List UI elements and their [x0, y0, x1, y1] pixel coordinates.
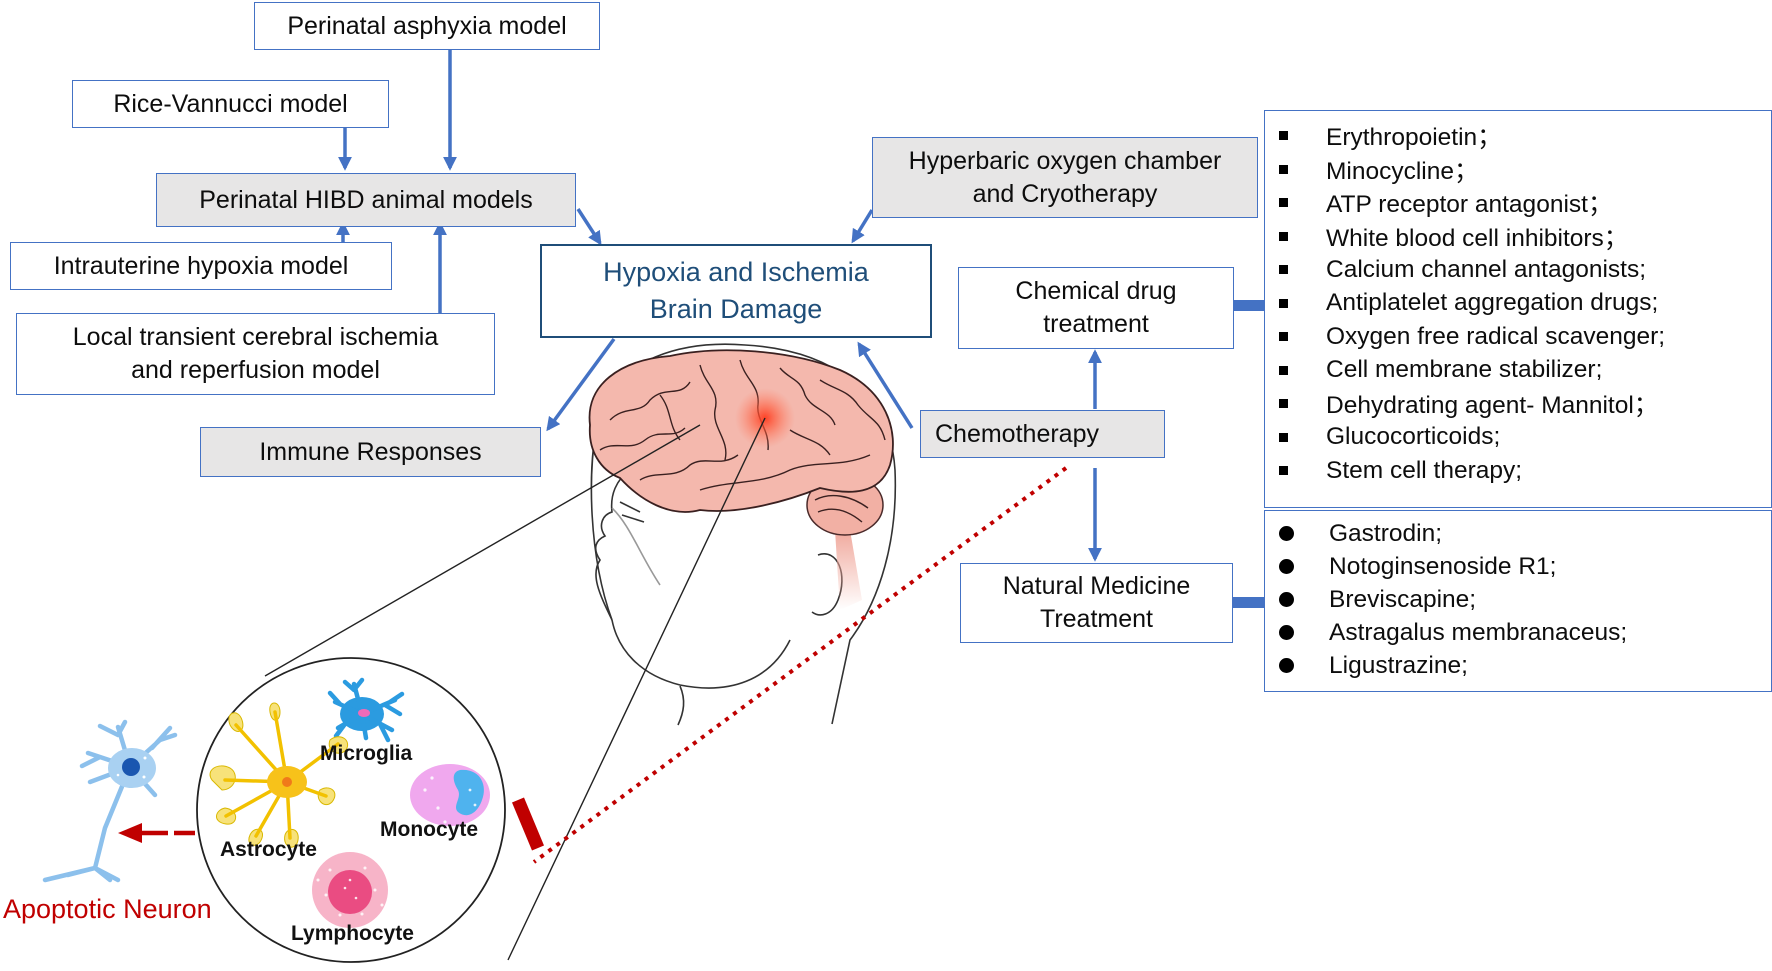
node-label: Immune Responses: [259, 437, 482, 466]
list-item-label: Oxygen free radical scavenger;: [1326, 322, 1666, 350]
label-microglia: Microglia: [320, 742, 413, 765]
inhibition-dotted-line: [532, 466, 1068, 864]
round-bullet-icon: [1279, 658, 1294, 673]
list-item: Stem cell therapy;: [1265, 454, 1771, 488]
node-local-transient-ischemia-model: Local transient cerebral ischemia and re…: [16, 313, 495, 395]
list-item-label: White blood cell inhibitors；: [1326, 224, 1629, 252]
list-item-label: Calcium channel antagonists;: [1326, 255, 1647, 283]
node-chemical-drug-treatment: Chemical drug treatment: [958, 267, 1234, 349]
zoom-line-lower: [507, 417, 766, 961]
square-bullet-icon: [1279, 466, 1288, 476]
square-bullet-icon: [1279, 231, 1288, 241]
square-bullet-icon: [1279, 298, 1288, 308]
node-label: Hypoxia and Ischemia Brain Damage: [603, 257, 869, 324]
list-item: ATP receptor antagonist；: [1265, 186, 1771, 220]
arrow-main-to-immune: [546, 337, 616, 432]
list-item-label: Erythropoietin；: [1326, 124, 1502, 152]
round-bullet-icon: [1279, 592, 1294, 607]
list-item: Ligustrazine;: [1265, 649, 1771, 682]
apoptotic-neuron-icon: [42, 719, 178, 883]
list-item: Erythropoietin；: [1265, 119, 1771, 153]
square-bullet-icon: [1279, 265, 1288, 275]
list-item: Minocycline；: [1265, 153, 1771, 187]
node-immune-responses: Immune Responses: [200, 427, 541, 477]
node-chemotherapy: Chemotherapy: [920, 410, 1165, 458]
round-bullet-icon: [1279, 559, 1294, 574]
list-item-label: Gastrodin;: [1329, 519, 1443, 547]
square-bullet-icon: [1279, 131, 1288, 141]
node-label: Chemotherapy: [935, 419, 1099, 448]
node-hyperbaric-oxygen-cryotherapy: Hyperbaric oxygen chamber and Cryotherap…: [872, 137, 1258, 218]
inhibition-bar: [512, 797, 544, 851]
round-bullet-icon: [1279, 625, 1294, 640]
node-label: Local transient cerebral ischemia and re…: [72, 323, 439, 384]
list-item-label: Cell membrane stabilizer;: [1326, 356, 1603, 384]
arrow-hub-to-main: [576, 208, 602, 246]
list-item: White blood cell inhibitors；: [1265, 220, 1771, 254]
arrow-physical-to-main: [851, 209, 874, 244]
label-apoptotic-neuron: Apoptotic Neuron: [3, 894, 212, 924]
square-bullet-icon: [1279, 198, 1288, 208]
list-item: Glucocorticoids;: [1265, 421, 1771, 455]
node-label: Intrauterine hypoxia model: [53, 251, 349, 280]
list-item-label: Stem cell therapy;: [1326, 456, 1523, 484]
node-label: Chemical drug treatment: [1015, 277, 1177, 338]
chemical-drug-list: Erythropoietin； Minocycline； ATP recepto…: [1264, 110, 1772, 508]
list-item-label: Minocycline；: [1326, 157, 1479, 185]
lymphocyte-icon: [312, 852, 388, 928]
list-item-label: Dehydrating agent- Mannitol；: [1326, 392, 1659, 420]
list-item: Notoginsenoside R1;: [1265, 550, 1771, 583]
square-bullet-icon: [1279, 164, 1288, 174]
square-bullet-icon: [1279, 432, 1288, 442]
zoom-line-upper: [264, 424, 701, 677]
brain-illustration: [588, 349, 894, 610]
square-bullet-icon: [1279, 365, 1288, 375]
node-hypoxia-ischemia-brain-damage: Hypoxia and Ischemia Brain Damage: [540, 244, 932, 338]
astrocyte-icon: [209, 702, 348, 848]
infant-head-illustration: [590, 343, 897, 726]
node-label: Hyperbaric oxygen chamber and Cryotherap…: [908, 146, 1222, 208]
list-item-label: Glucocorticoids;: [1326, 423, 1501, 451]
list-item: Astragalus membranaceus;: [1265, 616, 1771, 649]
monocyte-icon: [410, 764, 490, 826]
square-bullet-icon: [1279, 399, 1288, 409]
natural-medicine-list: Gastrodin; Notoginsenoside R1; Breviscap…: [1264, 510, 1772, 692]
node-label: Natural Medicine Treatment: [1002, 572, 1191, 633]
node-natural-medicine-treatment: Natural Medicine Treatment: [960, 563, 1233, 643]
list-item-label: Astragalus membranaceus;: [1329, 618, 1628, 646]
list-item: Antiplatelet aggregation drugs;: [1265, 287, 1771, 321]
list-item: Dehydrating agent- Mannitol；: [1265, 387, 1771, 421]
list-item-label: Antiplatelet aggregation drugs;: [1326, 289, 1659, 317]
list-item: Calcium channel antagonists;: [1265, 253, 1771, 287]
node-label: Perinatal asphyxia model: [287, 11, 567, 40]
connector-natural-list: [1233, 597, 1265, 608]
list-item-label: Breviscapine;: [1329, 585, 1477, 613]
square-bullet-icon: [1279, 332, 1288, 342]
list-item: Breviscapine;: [1265, 583, 1771, 616]
label-monocyte: Monocyte: [380, 818, 479, 841]
list-item-label: Notoginsenoside R1;: [1329, 552, 1557, 580]
node-label: Perinatal HIBD animal models: [199, 185, 533, 214]
list-item: Cell membrane stabilizer;: [1265, 354, 1771, 388]
list-item-label: Ligustrazine;: [1329, 651, 1468, 679]
node-rice-vannucci-model: Rice-Vannucci model: [72, 80, 389, 128]
microglia-icon: [327, 677, 405, 743]
list-item-label: ATP receptor antagonist；: [1326, 191, 1613, 219]
arrow-chemo-to-main: [857, 341, 914, 429]
apoptosis-arrow: [118, 823, 195, 843]
list-item: Gastrodin;: [1265, 517, 1771, 550]
node-label: Rice-Vannucci model: [113, 89, 348, 118]
round-bullet-icon: [1279, 526, 1294, 541]
node-intrauterine-hypoxia-model: Intrauterine hypoxia model: [10, 242, 392, 290]
node-perinatal-asphyxia-model: Perinatal asphyxia model: [254, 2, 600, 50]
node-perinatal-hibd-animal-models: Perinatal HIBD animal models: [156, 173, 576, 227]
list-item: Oxygen free radical scavenger;: [1265, 320, 1771, 354]
connector-chemical-list: [1234, 300, 1265, 311]
magnified-cell-circle: [196, 657, 506, 963]
label-lymphocyte: Lymphocyte: [291, 922, 414, 945]
label-astrocyte: Astrocyte: [220, 838, 317, 861]
